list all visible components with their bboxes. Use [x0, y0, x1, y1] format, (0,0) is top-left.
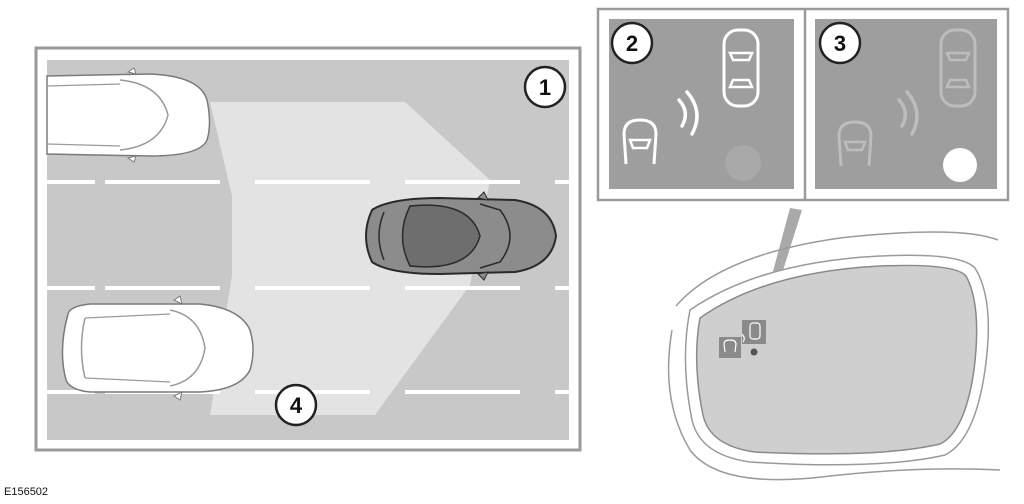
callout-2: 2	[610, 21, 654, 65]
mirror-indicator-icon	[719, 320, 766, 358]
callout-1-label: 1	[539, 75, 551, 100]
warning-lamp-icon-lit	[943, 148, 977, 182]
indicator-panel-white: 3	[815, 19, 997, 189]
door-mirror	[667, 231, 1001, 481]
figure-reference: E156502	[4, 486, 49, 498]
signal-waves-icon-faded	[897, 90, 919, 136]
warning-lamp-icon	[725, 145, 761, 181]
callout-3: 3	[818, 21, 862, 65]
mirror-glass	[695, 264, 978, 455]
host-vehicle	[365, 191, 558, 281]
callout-1: 1	[523, 65, 567, 109]
signal-waves-icon	[677, 90, 699, 136]
callout-4-label: 4	[290, 393, 303, 418]
indicator-panel-amber: 2	[609, 19, 794, 189]
road-view-panel: 1 4	[34, 46, 582, 452]
indicator-panels: 2 3	[596, 7, 1010, 202]
callout-2-label: 2	[626, 31, 638, 56]
callout-4: 4	[274, 383, 318, 427]
vehicle-adjacent-upper	[46, 67, 211, 163]
callout-3-label: 3	[834, 31, 846, 56]
vehicle-blind-spot	[61, 295, 254, 401]
